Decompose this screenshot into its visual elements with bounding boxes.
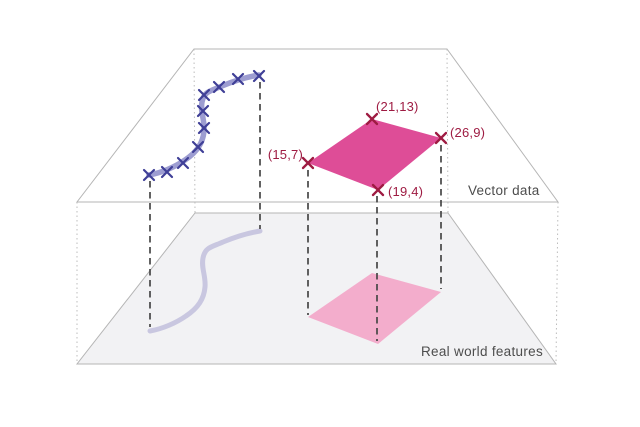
coordinate-label-26-9: (26,9)	[450, 125, 485, 140]
coordinate-label-21-13: (21,13)	[376, 99, 419, 114]
projection-dotted-lines	[76, 48, 559, 365]
coordinate-label-15-7: (15,7)	[268, 147, 303, 162]
vector-data-caption: Vector data	[468, 183, 540, 198]
real-world-plane	[75, 212, 557, 365]
dotted-line-bottom-right	[555, 201, 559, 365]
correspondence-dashed-lines	[149, 82, 442, 341]
dotted-line-top-right	[446, 48, 449, 214]
real-world-line-feature	[147, 228, 263, 334]
dotted-line-top-left	[193, 48, 196, 214]
real-world-features-caption: Real world features	[421, 344, 543, 359]
real-world-polygon-feature	[308, 273, 441, 344]
vector-data-plane	[75, 48, 559, 203]
coordinate-label-19-4: (19,4)	[388, 184, 423, 199]
vector-polygon-feature	[308, 119, 441, 190]
